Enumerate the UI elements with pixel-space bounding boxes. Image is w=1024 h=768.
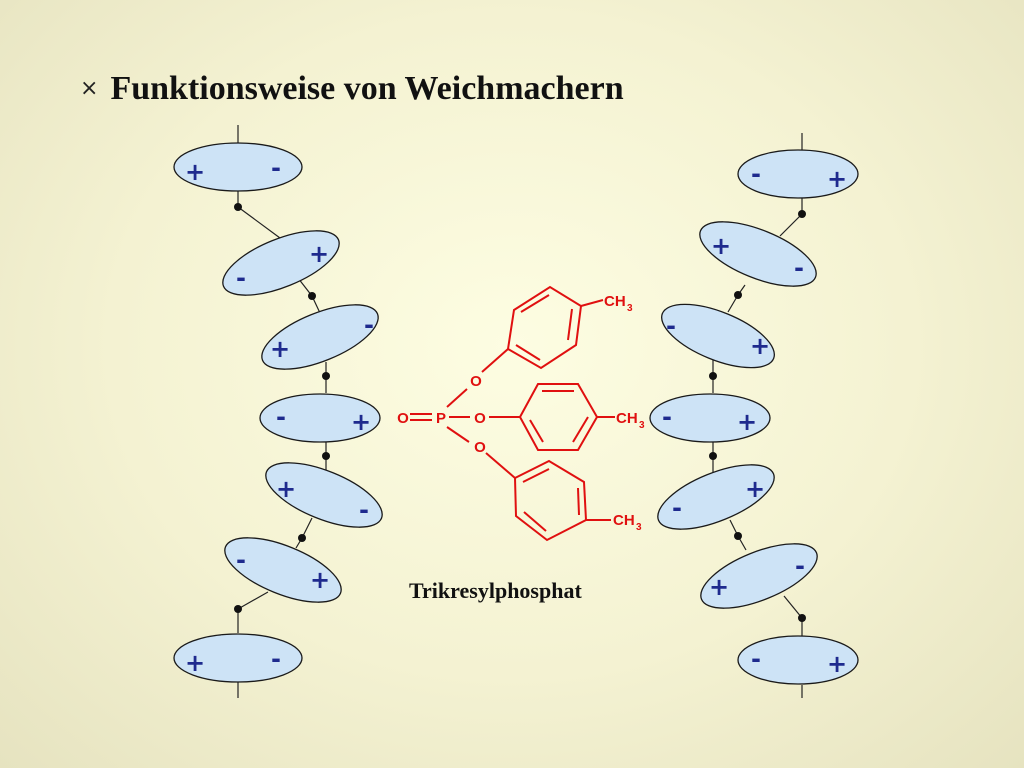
oxygen-top: O	[470, 373, 482, 390]
charge-sign: -	[672, 494, 682, 522]
subscript-3: 3	[627, 303, 633, 314]
charge-sign: -	[236, 264, 246, 292]
methyl-top: CH	[604, 293, 626, 310]
right-unit-1	[737, 149, 859, 199]
right-unit-5	[657, 464, 775, 530]
left-unit-3	[261, 304, 379, 370]
charge-sign: +	[745, 475, 765, 503]
charge-sign: +	[351, 408, 371, 436]
charge-sign: +	[711, 232, 731, 260]
left-chain-backbone	[234, 125, 330, 698]
molecule-caption: Trikresylphosphat	[409, 578, 582, 603]
charge-sign: -	[751, 645, 761, 673]
charge-sign: +	[276, 475, 296, 503]
bullet-x-icon: ×	[80, 76, 99, 101]
methyl-mid: CH	[616, 410, 638, 427]
charge-sign: -	[666, 312, 676, 340]
subscript-3: 3	[639, 420, 645, 431]
left-unit-6	[224, 537, 342, 603]
charge-sign: -	[276, 403, 286, 431]
charge-sign: -	[795, 552, 805, 580]
right-unit-2	[699, 221, 817, 287]
charge-sign: -	[236, 546, 246, 574]
charge-sign: +	[827, 165, 847, 193]
left-unit-4	[259, 393, 381, 443]
charge-sign: +	[309, 240, 329, 268]
left-unit-7	[173, 633, 303, 683]
left-unit-2	[222, 230, 340, 296]
charge-sign: -	[271, 645, 281, 673]
charge-sign: +	[709, 573, 729, 601]
methyl-bottom: CH	[613, 512, 635, 529]
oxygen-mid: O	[474, 410, 486, 427]
charge-sign: +	[827, 650, 847, 678]
charge-sign: -	[662, 403, 672, 431]
right-unit-7	[737, 635, 859, 685]
charge-sign: -	[364, 311, 374, 339]
charge-sign: -	[794, 254, 804, 282]
subscript-3: 3	[636, 522, 642, 533]
right-chain-backbone	[709, 133, 806, 698]
left-unit-1: + -	[173, 142, 303, 192]
right-unit-3	[660, 303, 776, 369]
charge-sign: -	[271, 154, 281, 182]
trikresylphosphat-molecule: O P O O O CH 3 CH 3 CH 3	[397, 285, 645, 542]
charge-sign: +	[310, 566, 330, 594]
oxygen-double: O	[397, 410, 409, 427]
right-unit-4	[649, 393, 771, 443]
left-unit-5	[265, 462, 383, 528]
title-row: × Funktionsweise von Weichmachern	[80, 70, 624, 108]
oxygen-bottom: O	[474, 439, 486, 456]
charge-sign: +	[185, 649, 205, 677]
slide-title: Funktionsweise von Weichmachern	[110, 70, 624, 107]
phosphorus: P	[436, 410, 446, 427]
charge-sign: +	[185, 158, 205, 186]
charge-sign: -	[751, 160, 761, 188]
charge-sign: +	[750, 332, 770, 360]
charge-sign: +	[270, 335, 290, 363]
right-unit-6	[700, 543, 818, 609]
charge-sign: +	[737, 408, 757, 436]
charge-sign: -	[359, 496, 369, 524]
